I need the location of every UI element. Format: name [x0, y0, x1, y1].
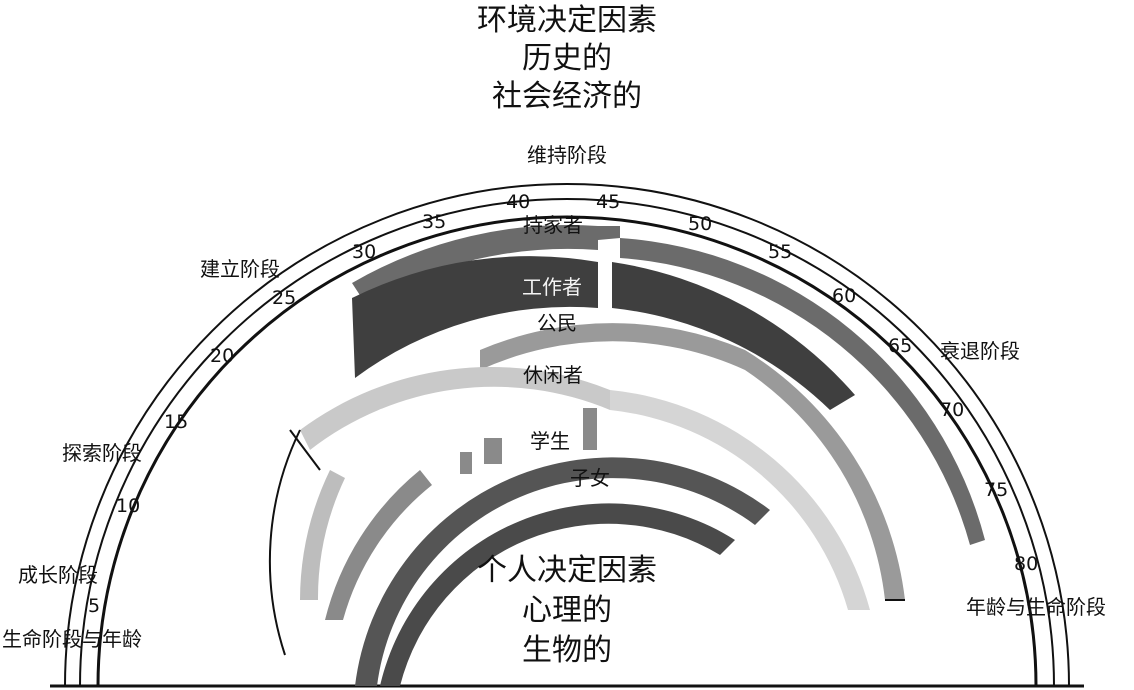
age-70: 70	[940, 399, 964, 421]
child-segment-2	[380, 503, 735, 686]
age-30: 30	[352, 241, 376, 263]
inner-title: 个人决定因素 心理的 生物的	[477, 553, 657, 668]
worker-segment-1	[352, 256, 598, 378]
age-20: 20	[210, 345, 234, 367]
title-line-3: 社会经济的	[492, 79, 642, 114]
band-worker	[352, 256, 855, 410]
role-label-worker: 工作者	[522, 275, 582, 299]
age-45: 45	[596, 191, 620, 213]
age-75: 75	[984, 479, 1008, 501]
age-25: 25	[272, 287, 296, 309]
citizen-segment-1	[480, 323, 745, 370]
student-segment-4	[325, 470, 432, 620]
inner-title-line-2: 心理的	[522, 593, 612, 628]
band-leisurite	[300, 366, 870, 610]
stage-label-maintenance: 维持阶段	[527, 143, 607, 167]
band-child	[355, 457, 770, 686]
outline-3	[268, 429, 301, 656]
label-age-life-stage: 年龄与生命阶段	[966, 595, 1106, 619]
leisurite-segment-3	[300, 470, 345, 600]
homemaker-segment-3	[620, 238, 985, 545]
homemaker-segment-2	[598, 226, 620, 240]
role-label-student: 学生	[530, 429, 570, 453]
student-segment-3	[484, 438, 502, 464]
leisurite-segment-2	[610, 390, 870, 610]
age-labels: 5 10 15 20 25 30 35 40 45 50 55 60 65 70…	[88, 191, 1038, 617]
child-segment-1	[355, 457, 770, 686]
homemaker-segment-1	[352, 224, 598, 303]
role-label-leisurite: 休闲者	[523, 363, 583, 387]
age-10: 10	[116, 495, 140, 517]
title-line-1: 环境决定因素	[477, 3, 657, 38]
age-55: 55	[768, 241, 792, 263]
age-60: 60	[832, 285, 856, 307]
band-citizen	[480, 323, 905, 600]
stage-label-exploration: 探索阶段	[62, 441, 142, 465]
band-student	[325, 408, 597, 620]
role-label-homemaker: 持家者	[523, 213, 583, 237]
role-label-child: 子女	[570, 466, 610, 490]
role-label-citizen: 公民	[537, 311, 577, 335]
stage-label-decline: 衰退阶段	[940, 339, 1020, 363]
stage-label-establishment: 建立阶段	[200, 257, 280, 281]
outline-1	[289, 429, 321, 471]
age-80: 80	[1014, 553, 1038, 575]
role-labels: 持家者 工作者 公民 休闲者 学生 子女	[522, 213, 610, 490]
header-title: 环境决定因素 历史的 社会经济的	[477, 3, 657, 114]
title-line-2: 历史的	[522, 41, 612, 76]
band-homemaker	[352, 224, 985, 545]
age-40: 40	[506, 191, 530, 213]
age-50: 50	[688, 213, 712, 235]
age-5: 5	[88, 595, 100, 617]
student-segment-2	[460, 452, 472, 474]
inner-title-line-3: 生物的	[522, 633, 612, 668]
outer-arc-1	[64, 183, 1070, 687]
label-life-stage-age: 生命阶段与年龄	[2, 627, 142, 651]
stage-label-growth: 成长阶段	[18, 563, 98, 587]
age-65: 65	[888, 335, 912, 357]
outer-arc-3	[96, 215, 1038, 687]
age-15: 15	[164, 411, 188, 433]
outer-arc-2	[79, 198, 1055, 687]
inner-title-line-1: 个人决定因素	[477, 553, 657, 588]
citizen-segment-2	[745, 350, 905, 600]
leisurite-segment-1	[300, 366, 610, 450]
student-segment-1	[583, 408, 597, 450]
worker-segment-2	[612, 262, 855, 410]
age-35: 35	[422, 211, 446, 233]
